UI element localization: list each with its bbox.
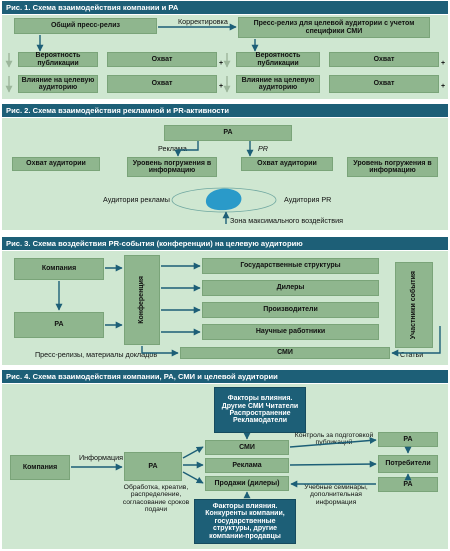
- participants-box: Участники события: [395, 262, 433, 348]
- articles-label: Статьи: [400, 350, 424, 359]
- reach-box-right-2: Охват: [329, 75, 439, 93]
- audience-reach-label-left: Охват аудитории: [26, 160, 86, 168]
- company-label: Компания: [41, 265, 77, 273]
- figure-1-title: Рис. 1. Схема взаимодействия компании и …: [2, 1, 448, 14]
- influence-box-left: Влияние на целевую аудиторию: [18, 75, 98, 93]
- seminars-label: Учебные семинары, дополнительная информа…: [304, 484, 368, 506]
- company-box-4: Компания: [10, 455, 70, 480]
- scientists-label: Научные работники: [255, 328, 326, 336]
- immersion-box-left: Уровень погружения в информацию: [127, 157, 217, 177]
- reach-label-right: Охват: [373, 55, 395, 63]
- info-label: Информация: [79, 453, 124, 462]
- ads-label: Реклама: [158, 144, 187, 153]
- audience-reach-box-left: Охват аудитории: [12, 157, 100, 171]
- pub-probability-label-left: Вероятность публикации: [35, 52, 81, 67]
- pa-right-label-2: PA: [403, 480, 413, 488]
- ads-audience-label: Аудитория рекламы: [103, 195, 170, 204]
- immersion-label-left: Уровень погружения в информацию: [132, 159, 212, 174]
- pa-to-media-arrow: [182, 446, 204, 459]
- reach-box-right: Охват: [329, 52, 439, 67]
- pa-box-4: PA: [124, 452, 182, 481]
- pub-probability-box-left: Вероятность публикации: [18, 52, 98, 67]
- company-label-4: Компания: [22, 463, 58, 471]
- plus-sign: +: [219, 60, 224, 67]
- producers-box: Производители: [202, 302, 379, 318]
- media-box-4: СМИ: [205, 440, 289, 455]
- reach-label-left: Охват: [151, 55, 173, 63]
- consumers-label: Потребители: [385, 460, 431, 468]
- audience-reach-label-right: Охват аудитории: [257, 160, 317, 168]
- max-impact-zone: [205, 188, 242, 211]
- pa-box-3: PA: [14, 312, 104, 338]
- factors-bottom-label: Факторы влияния. Конкуренты компании, го…: [205, 503, 285, 540]
- gov-structures-label: Государственные структуры: [240, 262, 341, 270]
- target-press-release-label: Пресс-релиз для целевой аудитории с учет…: [253, 20, 415, 35]
- pa-to-sales-arrow: [182, 471, 204, 484]
- pub-probability-box-right: Вероятность публикации: [236, 52, 320, 67]
- influence-box-right: Влияние на целевую аудиторию: [236, 75, 320, 93]
- gov-structures-box: Государственные структуры: [202, 258, 379, 274]
- media-box-3: СМИ: [180, 347, 390, 359]
- figure-3-title: Рис. 3. Схема воздействия PR-события (ко…: [2, 237, 448, 250]
- sales-box: Продажи (дилеры): [205, 476, 289, 491]
- target-press-release-box: Пресс-релиз для целевой аудитории с учет…: [238, 17, 430, 38]
- plus-sign: +: [441, 83, 446, 90]
- adjustment-label: Корректировка: [178, 17, 228, 26]
- plus-sign: +: [441, 60, 446, 67]
- plus-sign: +: [219, 83, 224, 90]
- ads-arrow: [174, 141, 199, 157]
- pa-box: PA: [164, 125, 292, 141]
- reach-box-left-2: Охват: [107, 75, 217, 93]
- pub-probability-label-right: Вероятность публикации: [255, 52, 301, 67]
- dealers-label: Дилеры: [276, 284, 305, 292]
- pa-right-label: PA: [403, 435, 413, 443]
- pr-audience-label: Аудитория PR: [284, 195, 332, 204]
- influence-label-right: Влияние на целевую аудиторию: [241, 76, 315, 91]
- general-press-release-label: Общий пресс-релиз: [50, 22, 121, 30]
- ads-to-consumers-arrow: [289, 460, 377, 468]
- conf-to-media-arrow: [141, 346, 179, 357]
- sales-label: Продажи (дилеры): [214, 479, 280, 487]
- media-label-3: СМИ: [277, 349, 293, 357]
- pr-label: PR: [258, 144, 268, 153]
- influence-label-left: Влияние на целевую аудиторию: [21, 76, 95, 91]
- scientists-box: Научные работники: [202, 324, 379, 340]
- pa-label-4: PA: [148, 462, 158, 470]
- producers-label: Производители: [263, 306, 318, 314]
- participants-to-media-arrow: [391, 326, 441, 357]
- media-label-4: СМИ: [239, 443, 255, 451]
- press-materials-label: Пресс-релизы, материалы докладов: [35, 350, 158, 359]
- factors-bottom-box: Факторы влияния. Конкуренты компании, го…: [194, 499, 296, 544]
- audience-reach-box-right: Охват аудитории: [241, 157, 333, 171]
- ads-label-4: Реклама: [232, 461, 262, 469]
- pa-label-3: PA: [54, 321, 64, 329]
- reach-label-left-2: Охват: [151, 80, 173, 88]
- figure-2-title: Рис. 2. Схема взаимодействия рекламной и…: [2, 104, 448, 117]
- ads-box-4: Реклама: [205, 458, 289, 473]
- immersion-box-right: Уровень погружения в информацию: [347, 157, 438, 177]
- reach-label-right-2: Охват: [373, 80, 395, 88]
- pa-label: PA: [223, 129, 233, 137]
- immersion-label-right: Уровень погружения в информацию: [353, 159, 432, 174]
- max-zone-label: Зона максимального воздействия: [230, 216, 343, 225]
- dealers-box: Дилеры: [202, 280, 379, 296]
- conference-box: Конференция: [124, 255, 160, 345]
- factors-top-label: Факторы влияния. Другие СМИ Читатели Рас…: [221, 395, 299, 425]
- pa-tasks-label: Обработка, креатив, распределение, согла…: [122, 484, 190, 514]
- reach-box-left: Охват: [107, 52, 217, 67]
- control-arrow: [289, 437, 377, 448]
- figure-4-title: Рис. 4. Схема взаимодействия компании, P…: [2, 370, 448, 383]
- general-press-release-box: Общий пресс-релиз: [14, 18, 157, 34]
- consumers-box: Потребители: [378, 455, 438, 473]
- company-box: Компания: [14, 258, 104, 280]
- pa-right-box: PA: [378, 432, 438, 447]
- factors-top-box: Факторы влияния. Другие СМИ Читатели Рас…: [214, 387, 306, 433]
